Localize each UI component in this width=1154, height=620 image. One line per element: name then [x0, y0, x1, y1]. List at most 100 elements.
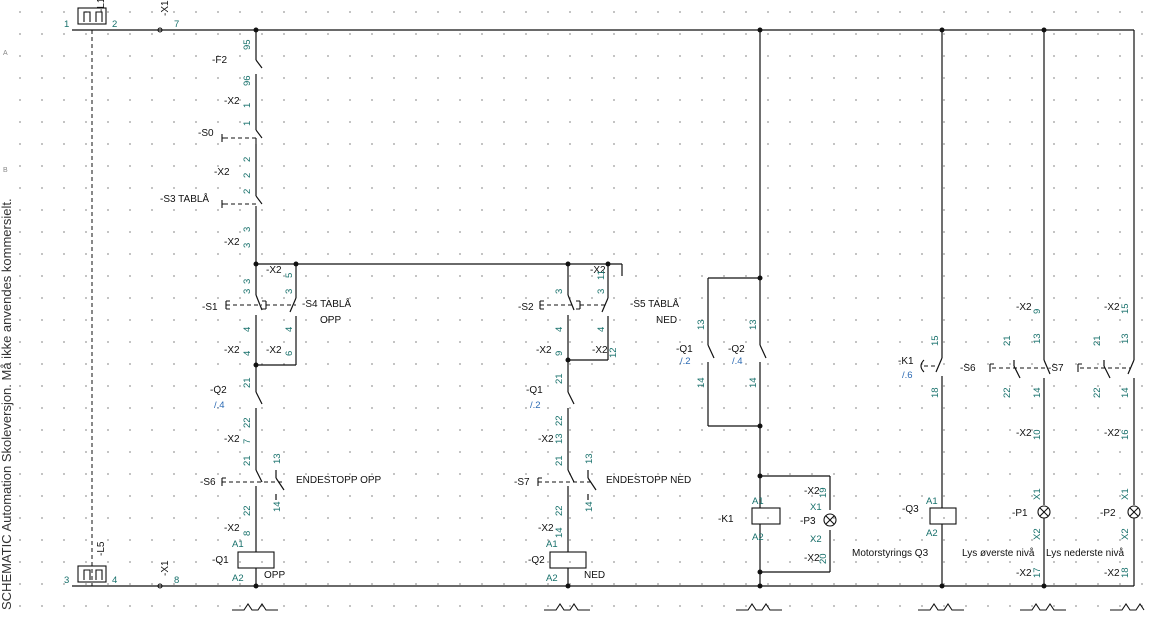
l1-tag: -L1	[96, 0, 107, 12]
x2-17-label: -X2	[1016, 568, 1032, 579]
s6-lamp-pin-22: 22	[1002, 387, 1013, 398]
x2-4-label: -X2	[224, 345, 240, 356]
l5-tag: -L5	[96, 541, 107, 556]
x2-15-pin: 15	[1120, 303, 1131, 314]
s7-lamp-pin-13: 13	[1120, 333, 1131, 344]
q1-coil-name: OPP	[264, 570, 285, 581]
f2-label: -F2	[212, 55, 227, 66]
l5-pin-left: 3	[64, 575, 69, 586]
x2-12-label: -X2	[592, 345, 608, 356]
s5-sublabel: NED	[656, 315, 677, 326]
k1-contact-label: -K1	[898, 356, 914, 367]
p1-label: -P1	[1012, 508, 1028, 519]
q2-no-contact-pin-13: 13	[748, 319, 759, 330]
x2-2-label: -X2	[214, 167, 230, 178]
l1-pin-right: 2	[112, 19, 117, 30]
q2-contact-pin-21: 21	[242, 377, 253, 388]
x2-9-label: -X2	[536, 345, 552, 356]
x2-7-pin: 7	[242, 439, 253, 444]
s2-label: -S2	[518, 302, 534, 313]
supply-rails	[72, 7, 1134, 589]
s7-lamp-pin-14: 14	[1120, 387, 1131, 398]
q1-no-contact-ref: /.2	[680, 356, 691, 367]
s4-label: -S4 TABLÅ	[302, 297, 351, 310]
s6-lamp-pin-14: 14	[1032, 387, 1043, 398]
s1-pin-3: 3	[242, 289, 253, 294]
s6-opp-label: -S6	[200, 477, 216, 488]
x1-bottom-pin: 8	[174, 575, 179, 586]
circuit-path-q3	[918, 27, 964, 611]
p1-x1: X1	[1032, 488, 1043, 500]
q2-no-contact-ref: /.4	[732, 356, 743, 367]
s7-lamp-label: -S7	[1048, 363, 1064, 374]
q1-contact-label: -Q1	[526, 385, 543, 396]
p2-note: Lys nederste nivå	[1046, 547, 1124, 559]
p3-x2: X2	[810, 534, 822, 545]
x1-top-tag: -X1	[160, 0, 171, 16]
s3-pin-2: 3	[242, 227, 253, 232]
s6-lamp-label: -S6	[960, 363, 976, 374]
q2-coil-name: NED	[584, 570, 605, 581]
x2-10-pin: 10	[1032, 429, 1043, 440]
q1-contact-pin-22: 22	[554, 415, 565, 426]
x2-5-pin: 5	[284, 273, 295, 278]
p1-note: Lys øverste nivå	[962, 547, 1035, 559]
s1-pin-4: 4	[242, 327, 253, 332]
q2-no-contact-pin-14: 14	[748, 377, 759, 388]
q1-contact-pin-21: 21	[554, 373, 565, 384]
x2-13-label: -X2	[538, 434, 554, 445]
x2-4-pin: 4	[242, 351, 253, 356]
x2-9b-label: -X2	[1016, 302, 1032, 313]
s7-ned-pin-13: 13	[584, 453, 595, 464]
q2-contact-pin-22: 22	[242, 417, 253, 428]
x2-9b-pin: 9	[1032, 309, 1043, 314]
circuit-path-ned	[537, 261, 623, 611]
s5-label: -S5 TABLÅ	[630, 297, 679, 310]
x2-17-pin: 17	[1032, 567, 1043, 578]
x2-13-pin: 13	[554, 433, 565, 444]
k1-coil-label: -K1	[718, 514, 734, 525]
col1-top-pin: 3	[242, 279, 253, 284]
p3-x1: X1	[810, 502, 822, 513]
x1-top-pin: 7	[174, 19, 179, 30]
p2-x2: X2	[1120, 528, 1131, 540]
x2-16-pin: 16	[1120, 429, 1131, 440]
x2-19-label: -X2	[804, 486, 820, 497]
p3-label: -P3	[800, 516, 816, 527]
s7-lamp-pin-22: 22	[1092, 387, 1103, 398]
s7-ned-pin-14: 14	[584, 501, 595, 512]
q2-no-contact-label: -Q2	[728, 344, 745, 355]
circuit-path-p2	[1077, 30, 1145, 611]
s7-ned-label: -S7	[514, 477, 530, 488]
s7-ned-pin-22: 22	[554, 505, 565, 516]
s0-label: -S0	[198, 128, 214, 139]
s6-opp-pin-14: 14	[272, 501, 283, 512]
x2-15-label: -X2	[1104, 302, 1120, 313]
x2-10-label: -X2	[1016, 428, 1032, 439]
p2-x1: X1	[1120, 488, 1131, 500]
x2-9-pin: 9	[554, 351, 565, 356]
margin-mark-a: A	[3, 50, 8, 57]
q3-note: Motorstyrings Q3	[852, 548, 929, 559]
x2-3-label: -X2	[224, 237, 240, 248]
l5-pin-right: 4	[112, 575, 117, 586]
q1-no-contact-pin-13: 13	[696, 319, 707, 330]
s5-pin-3: 3	[596, 289, 607, 294]
x2-12-pin: 12	[608, 347, 619, 358]
s0-pin-1: 1	[242, 121, 253, 126]
x2-16-label: -X2	[1104, 428, 1120, 439]
x2-3-pin: 3	[242, 243, 253, 248]
x2-6-pin: 6	[284, 351, 295, 356]
s4-sublabel: OPP	[320, 315, 341, 326]
x2-1-label: -X2	[224, 96, 240, 107]
q1-coil-label: -Q1	[212, 555, 229, 566]
s3-pin-1: 2	[242, 189, 253, 194]
f2-pin-96: 96	[242, 75, 253, 86]
circuit-path-p1	[989, 27, 1066, 611]
x2-20-pin: 20	[818, 553, 829, 564]
s7-lamp-pin-21: 21	[1092, 335, 1103, 346]
x2-6-label: -X2	[266, 345, 282, 356]
s4-pin-4: 4	[284, 327, 295, 332]
watermark-text: SCHEMATIC Automation Skoleversjon. Må ik…	[0, 198, 14, 610]
